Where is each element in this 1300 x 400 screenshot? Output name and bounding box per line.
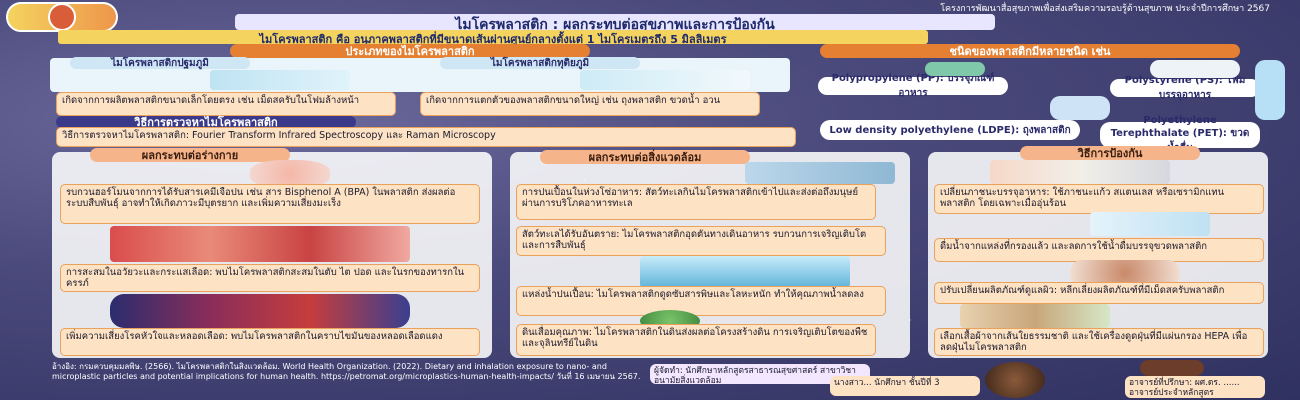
detection-heading: วิธีการตรวจหาไมโครพลาสติก: [56, 116, 356, 129]
container-image: [925, 62, 985, 76]
prevention-heading: วิธีการป้องกัน: [1020, 146, 1200, 160]
environment-p3: แหล่งน้ำปนเปื้อน: ไมโครพลาสติกดูดซับสารพ…: [516, 286, 886, 316]
avatar: [985, 362, 1045, 398]
face-image: [1070, 260, 1180, 286]
page-subtitle: ไมโครพลาสติก คือ อนุภาคพลาสติกที่มีขนาดเ…: [58, 30, 928, 46]
prevention-p2: ดื่มน้ำจากแหล่งที่กรองแล้ว และลดการใช้น้…: [934, 238, 1264, 262]
page-title: ไมโครพลาสติก : ผลกระทบต่อสุขภาพและการป้อ…: [235, 14, 995, 33]
environment-p2: สัตว์ทะเลได้รับอันตราย: ไมโครพลาสติกอุดต…: [516, 226, 886, 256]
foam-image: [1150, 60, 1240, 78]
advisor: อาจารย์ที่ปรึกษา: ผศ.ดร. ...... อาจารย์ป…: [1125, 376, 1265, 398]
dishes-image: [990, 160, 1170, 184]
plastics-heading: ชนิดของพลาสติกมีหลายชนิด เช่น: [820, 44, 1240, 58]
clothes-vacuum-image: [960, 304, 1110, 328]
environment-heading: ผลกระทบต่อสิ่งแวดล้อม: [540, 150, 750, 164]
secondary-desc: เกิดจากการแตกตัวของพลาสติกขนาดใหญ่ เช่น …: [420, 92, 760, 116]
sea-pollution-image: [640, 256, 850, 288]
environment-p1: การปนเปื้อนในห่วงโซ่อาหาร: สัตว์ทะเลกินไ…: [516, 184, 876, 220]
references: อ้างอิง: กรมควบคุมมลพิษ. (2566). ไมโครพล…: [52, 362, 641, 381]
avatar-2: [1140, 360, 1204, 376]
author-names: นางสาว... นักศึกษา ชั้นปีที่ 3: [830, 376, 980, 396]
prevention-p4: เลือกเสื้อผ้าจากเส้นใยธรรมชาติ และใช้เคร…: [934, 328, 1264, 356]
bag-image: [1050, 96, 1110, 120]
ocean-image: [745, 162, 895, 184]
heart-image: [110, 294, 410, 328]
plastic-pp: Polypropylene (PP): บรรจุภัณฑ์อาหาร: [818, 73, 1008, 99]
bottle-image: [1255, 60, 1285, 120]
organs-image: [110, 226, 410, 262]
detection-text: วิธีการตรวจหาไมโครพลาสติก: Fourier Trans…: [56, 127, 796, 147]
water-image: [1090, 212, 1210, 236]
primary-label: ไมโครพลาสติกปฐมภูมิ: [70, 57, 250, 69]
prevention-p1: เปลี่ยนภาชนะบรรจุอาหาร: ใช้ภาชนะแก้ว สแต…: [934, 184, 1264, 214]
brain-image: [250, 160, 330, 188]
secondary-label: ไมโครพลาสติกทุติยภูมิ: [440, 57, 640, 69]
author-box: ผู้จัดทำ: นักศึกษาหลักสูตรสาธารณสุขศาสตร…: [650, 364, 870, 384]
prevention-p3: ปรับเปลี่ยนผลิตภัณฑ์ดูแลผิว: หลีกเลี่ยงผ…: [934, 282, 1264, 304]
body-p2: การสะสมในอวัยวะและกระแสเลือด: พบไมโครพลา…: [60, 264, 480, 292]
logo: [6, 2, 118, 32]
types-heading: ประเภทของไมโครพลาสติก: [230, 44, 590, 58]
top-note: โครงการพัฒนาสื่อสุขภาพเพื่อส่งเสริมความร…: [940, 4, 1270, 14]
body-heading: ผลกระทบต่อร่างกาย: [90, 148, 290, 162]
primary-desc: เกิดจากการผลิตพลาสติกขนาดเล็กโดยตรง เช่น…: [56, 92, 396, 116]
plastic-ps: Polystyrene (PS): โฟมบรรจุอาหาร: [1110, 75, 1260, 101]
environment-p4: ดินเสื่อมคุณภาพ: ไมโครพลาสติกในดินส่งผลต…: [516, 324, 876, 356]
seal-icon: [48, 3, 76, 31]
body-p1: รบกวนฮอร์โมนจากการได้รับสารเคมีเจือปน เช…: [60, 184, 480, 224]
body-p3: เพิ่มความเสี่ยงโรคหัวใจและหลอดเลือด: พบไ…: [60, 328, 480, 356]
secondary-image: [580, 70, 750, 90]
primary-image: [210, 70, 350, 90]
plastic-ldpe: Low density polyethylene (LDPE): ถุงพลาส…: [820, 120, 1080, 140]
